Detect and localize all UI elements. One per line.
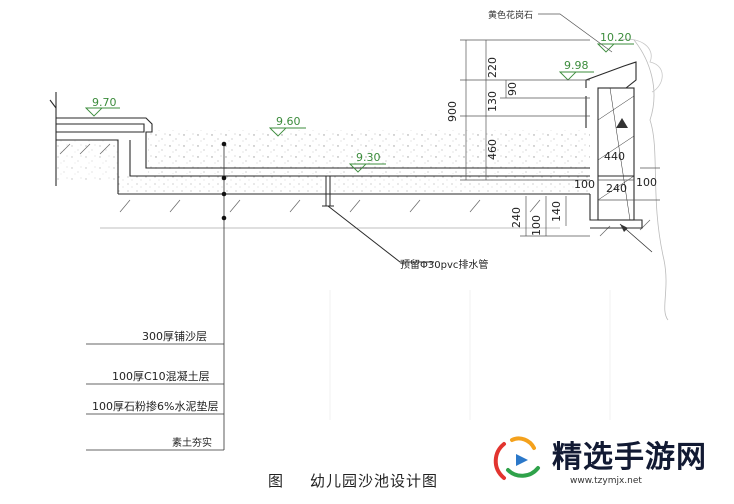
granite-leader [538,13,613,53]
elevation-10-20: 10.20 [600,31,632,44]
watermark: 精选手游网 www.tzymjx.net [486,428,726,492]
elevation-9-30: 9.30 [356,151,381,164]
dim-100-right: 100 [574,178,595,191]
ground-hatch [59,143,651,237]
drain-pipe-label: 预留Φ30pvc排水管 [400,258,488,271]
dim-130: 130 [486,91,499,112]
layer-callout-leader [86,144,225,451]
left-soil-fill [56,140,118,182]
dim-140-bottom: 140 [550,201,563,222]
dim-100-far: 100 [636,176,657,189]
dim-460: 460 [486,139,499,160]
elevation-9-60: 9.60 [276,115,301,128]
right-wall-dimensions [598,167,660,201]
planting-shrub [619,38,663,93]
watermark-site-name: 精选手游网 [552,440,707,475]
left-wall [49,92,590,195]
watermark-url: www.tzymjx.net [570,476,642,486]
layer-callout-dots [221,141,227,221]
wall-arrow [616,118,628,128]
dim-220: 220 [486,57,499,78]
dim-240-right: 240 [606,182,627,195]
dim-90: 90 [506,82,519,96]
dim-900: 900 [446,101,459,122]
layer-label-concrete: 100厚C10混凝土层 [112,369,210,383]
right-wall [585,61,643,229]
layer-label-sand: 300厚铺沙层 [142,330,207,343]
elevation-9-70: 9.70 [92,96,117,109]
granite-label: 黄色花岗石 [488,9,533,21]
planting-edge [633,39,669,321]
dim-240-bottom: 240 [510,207,523,228]
vertical-dimension-chain [460,39,590,181]
drain-pipe [322,175,434,263]
elevation-9-98: 9.98 [564,59,589,72]
background-grid [329,290,611,420]
section-arrow-head [620,224,628,232]
layer-label-gravel: 100厚石粉掺6%水泥垫层 [92,399,218,413]
sand-layer-fill [148,130,590,174]
bottom-dimensions [520,196,590,237]
figure-label: 图 [268,472,284,490]
layer-label-soil: 素土夯实 [172,436,212,449]
figure-title: 幼儿园沙池设计图 [310,472,439,490]
figure-caption: 图 幼儿园沙池设计图 [0,470,734,494]
watermark-logo-icon [493,436,540,480]
concrete-slab-fill [118,176,590,194]
dim-440: 440 [604,150,625,163]
elevation-markers [84,43,634,173]
dim-100-bottom: 100 [530,215,543,236]
